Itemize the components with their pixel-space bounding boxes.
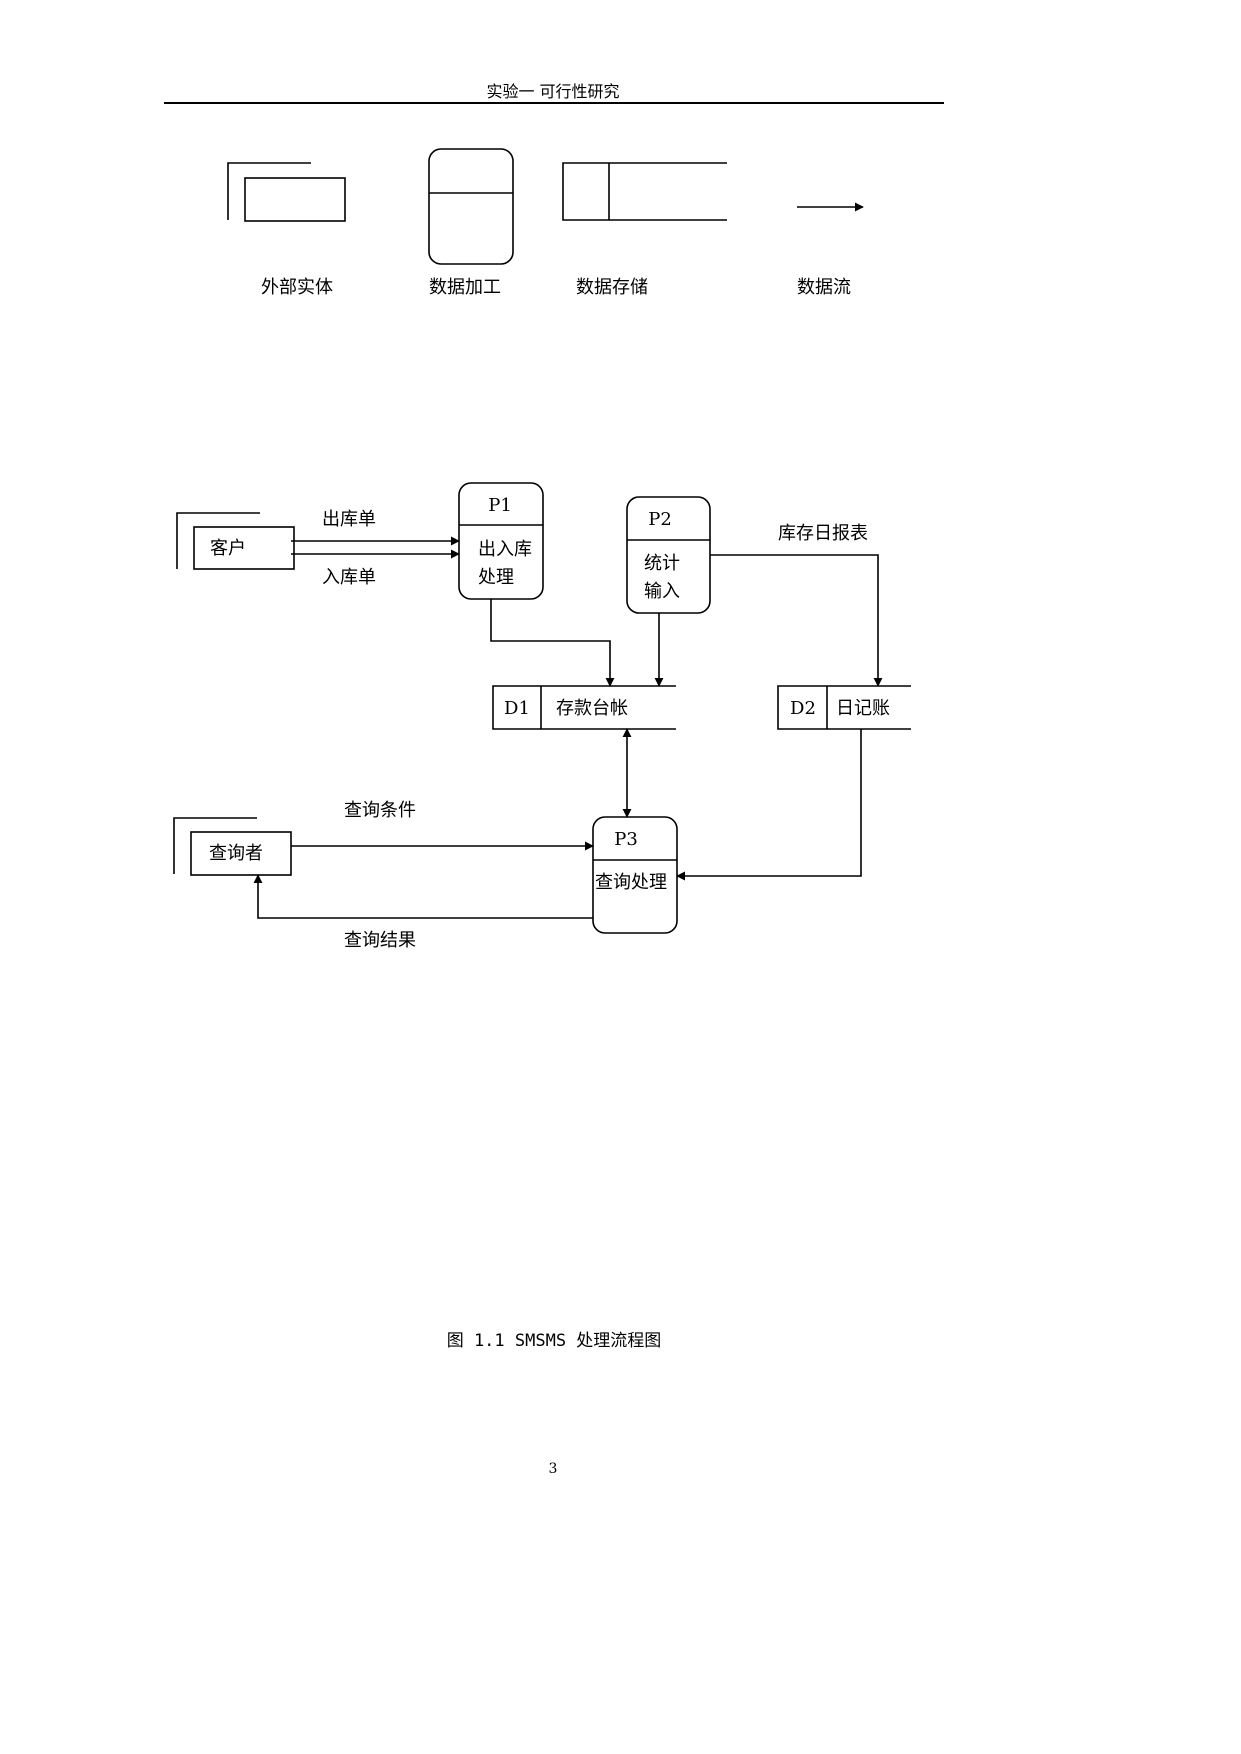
store-d1-id: D1 xyxy=(504,698,530,719)
data-flow-diagram: 客户 P1 出入库 处理 P2 统计 输入 D1 存款台帐 xyxy=(173,482,911,951)
entity-querier: 查询者 xyxy=(173,817,292,876)
legend-data-flow-label: 数据流 xyxy=(797,277,851,298)
flow-query-result-arrow xyxy=(253,874,593,919)
store-d2-name: 日记账 xyxy=(836,698,890,719)
legend-data-store-symbol xyxy=(562,162,727,221)
document-page: 实验一 可行性研究 外部实体 数据加工 数据存储 数据流 客户 xyxy=(164,82,944,1477)
legend: 外部实体 数据加工 数据存储 数据流 xyxy=(227,148,864,298)
entity-querier-label: 查询者 xyxy=(209,843,263,864)
store-d2-id: D2 xyxy=(790,698,816,719)
legend-external-entity-symbol xyxy=(227,162,346,222)
flow-daily-report-label: 库存日报表 xyxy=(778,523,868,544)
process-p1-name-line1: 出入库 xyxy=(478,539,532,560)
flow-query-condition-label: 查询条件 xyxy=(344,800,416,821)
store-d1-name: 存款台帐 xyxy=(556,698,628,719)
store-d2: D2 日记账 xyxy=(777,685,911,730)
figure-caption: 图 1.1 SMSMS 处理流程图 xyxy=(447,1331,662,1351)
process-p3: P3 查询处理 xyxy=(592,816,678,934)
process-p2-name-line2: 输入 xyxy=(644,581,680,602)
store-d1: D1 存款台帐 xyxy=(492,685,676,730)
entity-customer-label: 客户 xyxy=(210,538,246,559)
flow-daily-report-arrow xyxy=(710,554,883,687)
flow-in-slip-label: 入库单 xyxy=(322,567,376,588)
header-title: 实验一 可行性研究 xyxy=(486,82,619,101)
flow-d2-to-p3-arrow xyxy=(676,729,862,881)
process-p2-id: P2 xyxy=(648,509,672,530)
flow-p1-to-d1-arrow xyxy=(490,599,615,687)
process-p1-name-line2: 处理 xyxy=(478,567,514,588)
legend-process-symbol xyxy=(428,148,514,265)
process-p3-name: 查询处理 xyxy=(595,872,667,893)
entity-customer: 客户 xyxy=(176,512,295,570)
legend-data-store-label: 数据存储 xyxy=(576,277,648,298)
process-p1: P1 出入库 处理 xyxy=(458,482,544,600)
process-p2-name-line1: 统计 xyxy=(644,553,680,574)
page-number: 3 xyxy=(549,1461,558,1477)
legend-process-label: 数据加工 xyxy=(429,277,501,298)
process-p2: P2 统计 输入 xyxy=(626,496,711,614)
process-p3-id: P3 xyxy=(614,829,638,850)
legend-external-entity-label: 外部实体 xyxy=(261,277,333,298)
flow-out-slip-label: 出库单 xyxy=(322,509,376,530)
process-p1-id: P1 xyxy=(488,495,512,516)
flow-query-result-label: 查询结果 xyxy=(344,930,416,951)
